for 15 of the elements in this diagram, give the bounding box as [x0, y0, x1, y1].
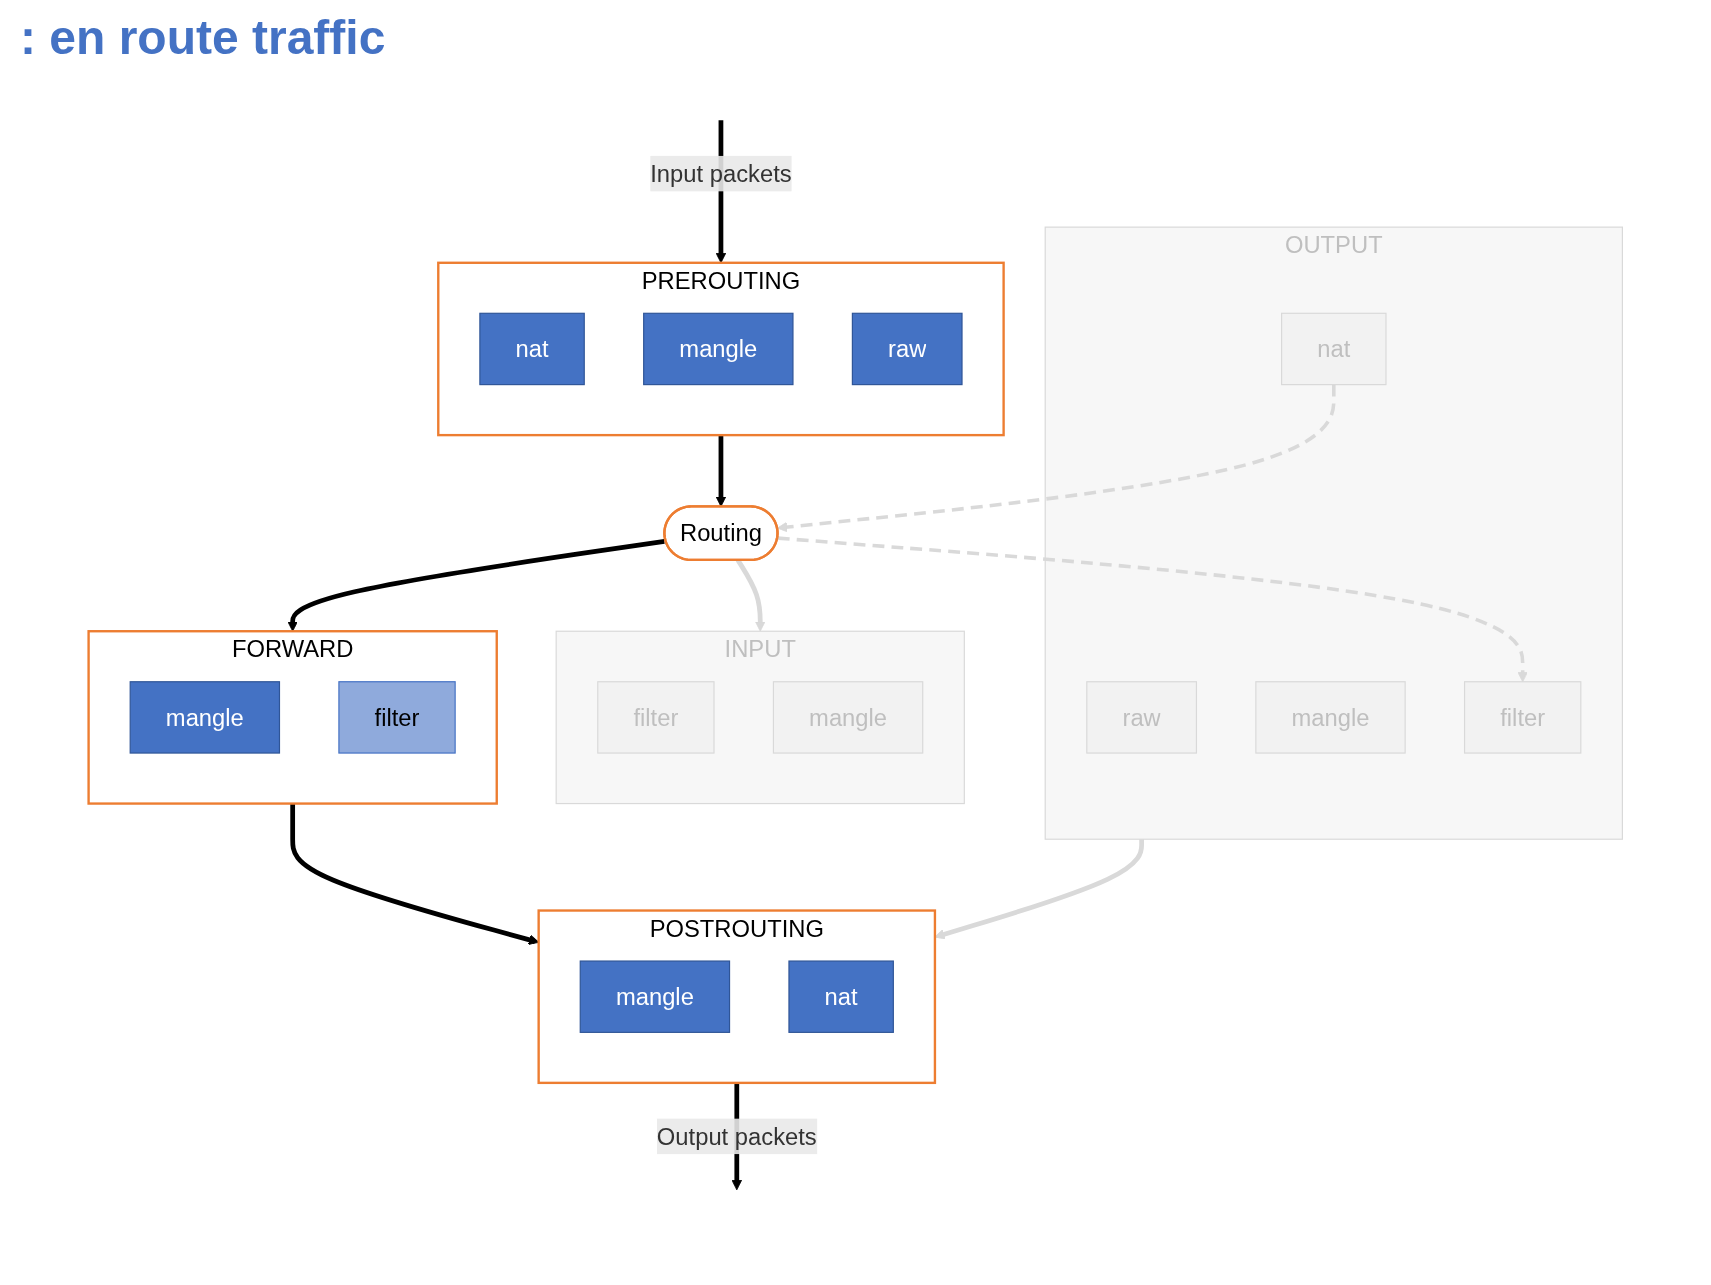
edge-label: Input packets	[650, 160, 792, 187]
arrow	[934, 839, 1144, 940]
node-box: nat	[788, 960, 894, 1033]
arrow	[777, 384, 1336, 533]
node-box: mangle	[579, 960, 731, 1033]
arrow	[777, 536, 1528, 683]
node-box: filter	[338, 681, 456, 754]
arrow	[287, 539, 665, 632]
node-box: mangle	[643, 312, 794, 386]
arrow	[715, 435, 727, 507]
node-box: nat	[479, 312, 585, 386]
node-box: mangle	[129, 681, 281, 754]
node-box: raw	[851, 312, 963, 386]
title: : en route traffic	[20, 10, 387, 65]
edge-label: Output packets	[656, 1123, 817, 1150]
